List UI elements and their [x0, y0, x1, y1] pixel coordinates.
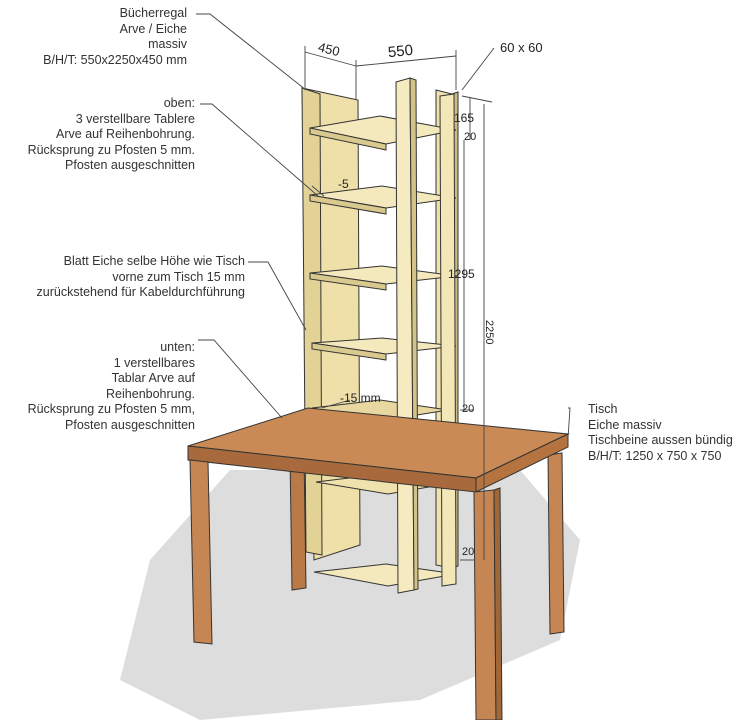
bottom-shelf-note-line: 1 verstellbares: [113, 355, 195, 370]
dim-recess-top-label: -5: [338, 177, 349, 191]
top-shelves-note-line: Rücksprung zu Pfosten 5 mm.: [27, 142, 195, 157]
bottom-shelf-note-line: unten:: [160, 340, 195, 354]
table: [187, 407, 570, 720]
top-shelves-note-line: 3 verstellbare Tablere: [75, 111, 195, 126]
dim-depth-label: 450: [317, 39, 342, 59]
table-leg-rear-right: [547, 452, 565, 635]
shelf-boards: [309, 115, 457, 587]
shelf-post-front-right: [439, 93, 457, 587]
dim-width-label: 550: [387, 42, 414, 62]
desk-top-note: Blatt Eiche selbe Höhe wie Tisch vorne z…: [37, 254, 245, 301]
dim-overall-height-label: 2250: [483, 320, 495, 344]
shelf-side-panel: [301, 87, 323, 556]
top-shelves-note: oben: 3 verstellbare Tablere Arve auf Re…: [28, 96, 195, 174]
desk-top-note-line: vorne zum Tisch 15 mm: [112, 269, 245, 284]
bookshelf-note-line: massiv: [148, 37, 187, 51]
dim-marker-top-label: 20: [464, 131, 476, 143]
bookshelf-note-line: Bücherregal: [119, 6, 187, 20]
bottom-shelf-note: unten: 1 verstellbares Tablar Arve auf R…: [28, 340, 195, 433]
table-top-side-edge: [475, 433, 569, 493]
table-note: Tisch Eiche massiv Tischbeine aussen bün…: [588, 402, 733, 464]
table-note-line: Tisch: [588, 402, 618, 416]
ground-shadow: [120, 470, 580, 720]
table-note-line: B/H/T: 1250 x 750 x 750: [588, 448, 722, 463]
bookshelf-note-line: Arve / Eiche: [119, 21, 187, 36]
dim-post-section-label: 60 x 60: [500, 40, 543, 55]
dim-marker-desk-label: 20: [462, 403, 474, 415]
table-leg-rear-left: [289, 452, 307, 591]
dim-recess-desk-label: -15 mm: [340, 391, 381, 405]
bottom-shelf-note-line: Reihenbohrung.: [106, 386, 195, 401]
dim-top-gap-label: 165: [454, 111, 474, 125]
leader-lines: [196, 13, 571, 439]
dim-shelf-span-label: 1295: [448, 267, 475, 281]
table-note-line: Eiche massiv: [588, 417, 662, 432]
top-shelves-note-line: Arve auf Reihenbohrung.: [56, 127, 195, 141]
table-leg-front-right: [473, 489, 497, 720]
table-leg-front-left: [189, 459, 213, 645]
top-shelves-note-line: oben:: [163, 96, 195, 110]
bookshelf-note-line: B/H/T: 550x2250x450 mm: [43, 52, 187, 67]
dimension-lines: [304, 46, 495, 561]
bottom-shelf-note-line: Tablar Arve auf: [111, 371, 195, 385]
top-shelves-note-line: Pfosten ausgeschnitten: [65, 158, 195, 172]
bottom-shelf-note-line: Rücksprung zu Pfosten 5 mm,: [27, 402, 195, 416]
desk-top-note-line: Blatt Eiche selbe Höhe wie Tisch: [63, 254, 245, 268]
bottom-shelf-note-line: Pfosten ausgeschnitten: [65, 417, 195, 432]
dim-marker-bottom-label: 20: [462, 546, 474, 558]
dimension-labels: 450 550 60 x 60 165 20 1295 2250 -5 -15 …: [317, 39, 543, 558]
table-note-line: Tischbeine aussen bündig: [588, 433, 733, 447]
bookshelf-note: Bücherregal Arve / Eiche massiv B/H/T: 5…: [43, 6, 187, 68]
desk-top-note-line: zurückstehend für Kabeldurchführung: [36, 285, 245, 299]
